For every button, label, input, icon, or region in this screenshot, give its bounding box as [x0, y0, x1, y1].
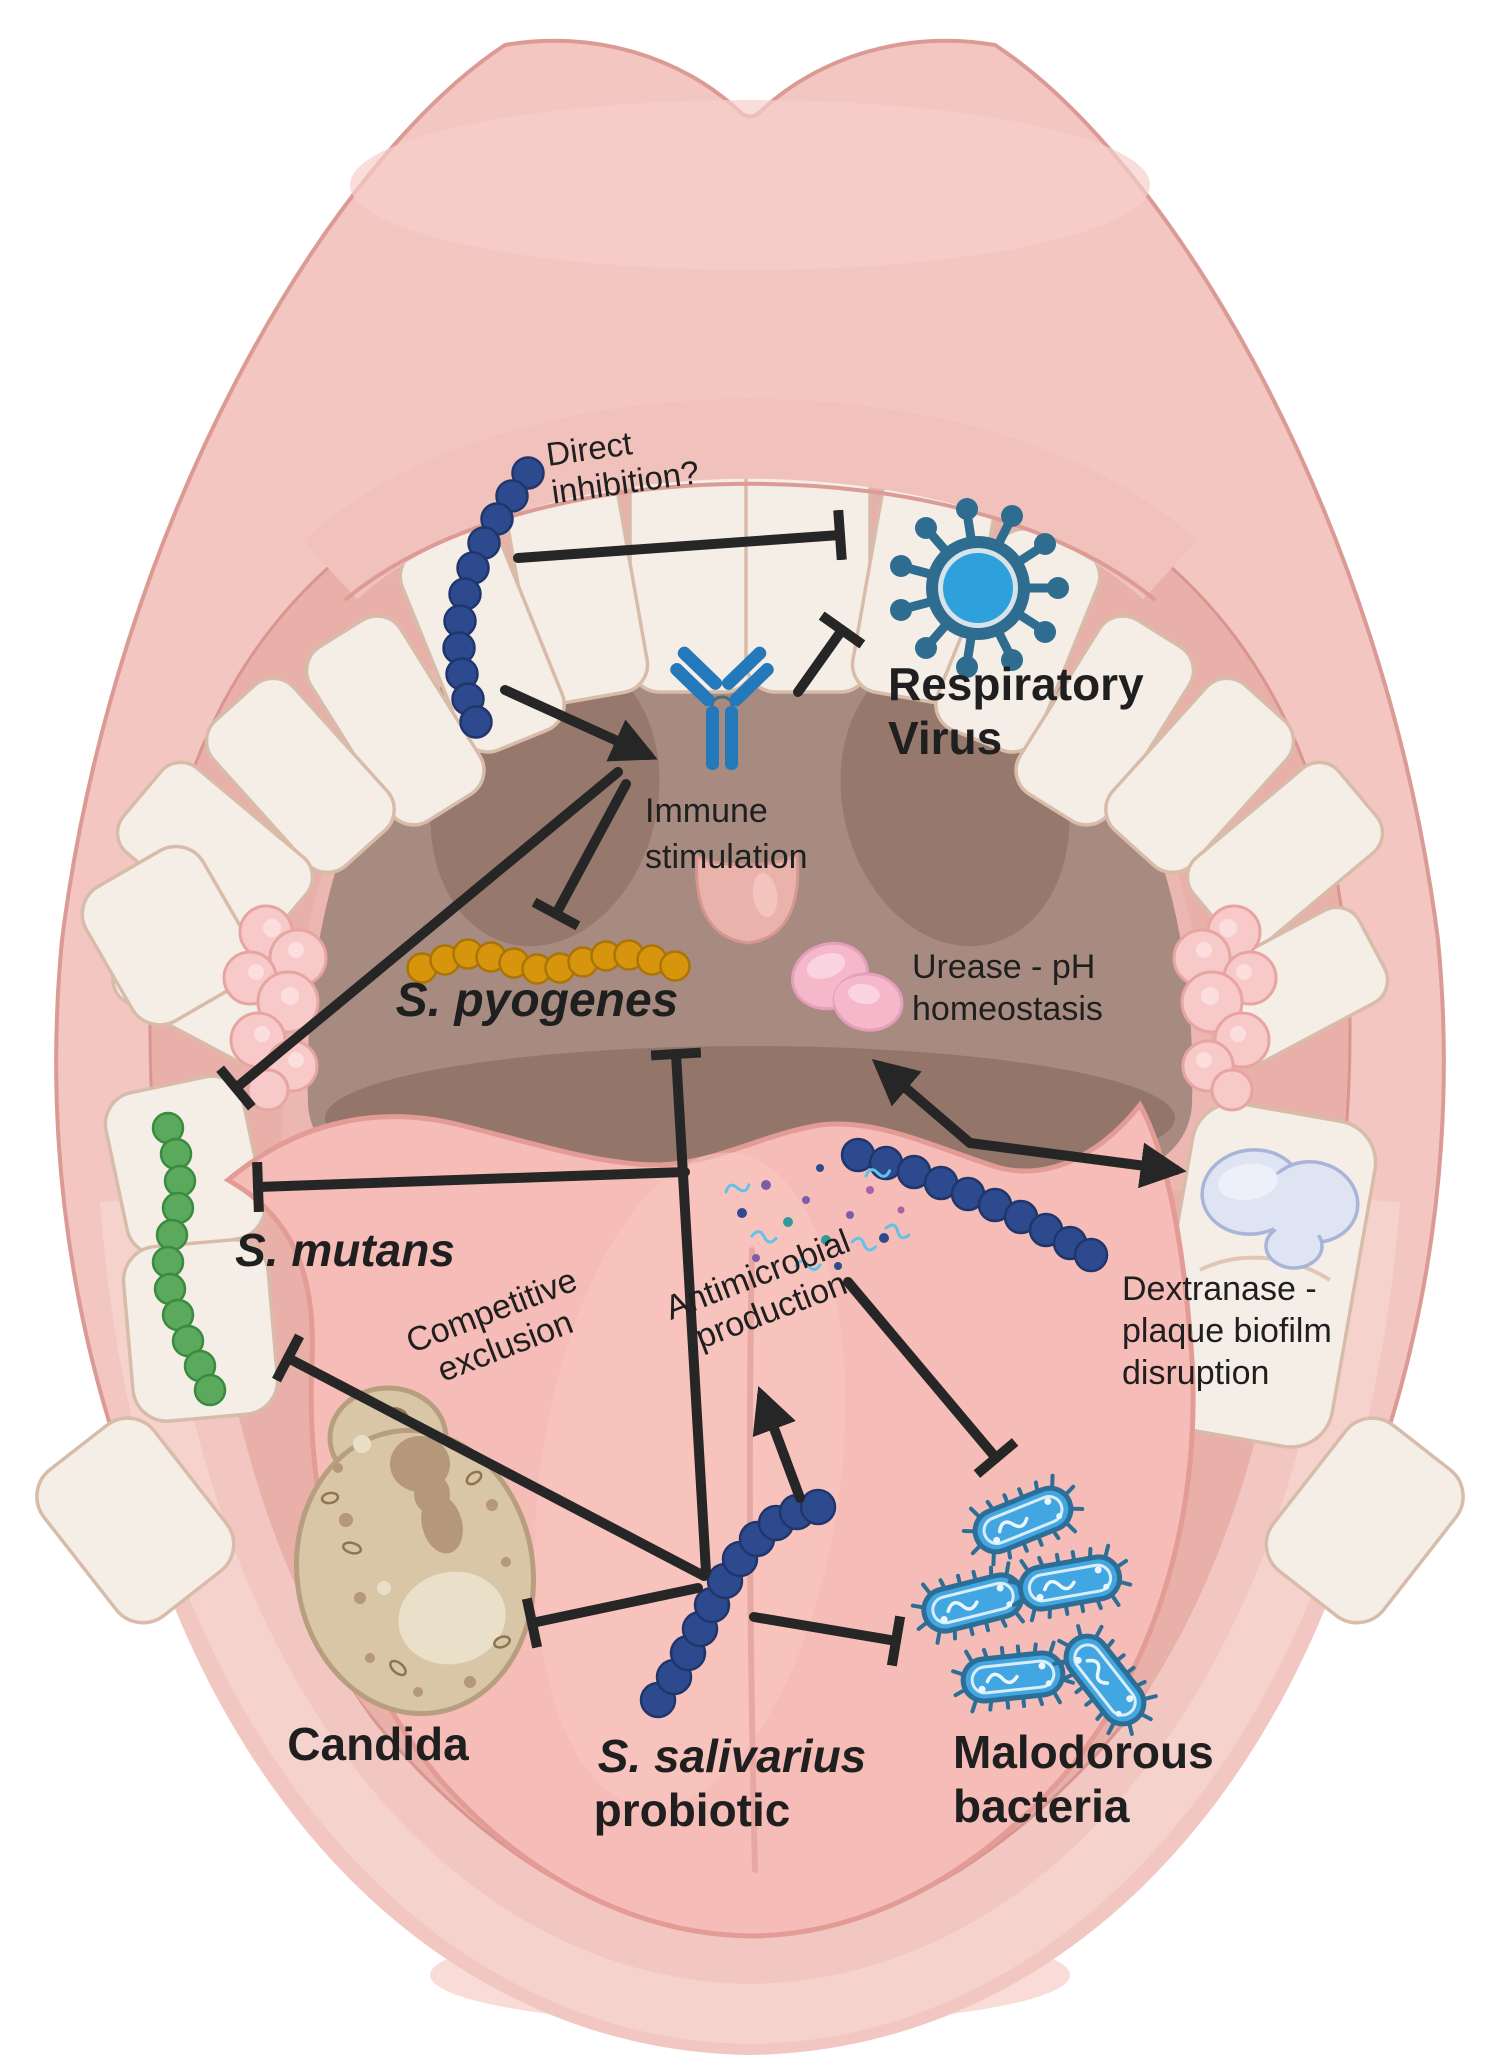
label-respiratory-virus-line2: Virus	[888, 712, 1002, 764]
candida-cell-icon	[293, 1385, 537, 1717]
lower-inner-lip-highlight	[100, 1197, 1400, 2045]
antimicrobial-production-arrow	[752, 1385, 805, 1503]
tongue	[223, 1100, 1196, 1939]
direct-inhibition-line	[513, 509, 847, 563]
s-mutans-chain-icon	[151, 1111, 227, 1407]
smutans-branch-inhibition-line	[252, 1161, 690, 1213]
s-salivarius-chain-tongue-icon	[840, 1137, 1109, 1273]
label-malodorous-bacteria-line2: bacteria	[953, 1780, 1130, 1832]
label-urease-line1: Urease - pH	[912, 948, 1095, 986]
competitive-exclusion-line	[271, 1333, 709, 1581]
label-immune-stimulation-line2: stimulation	[645, 838, 808, 876]
dextranase-arrow	[965, 1138, 1187, 1189]
upper-teeth	[111, 450, 1390, 1066]
label-immune-stimulation-line1: Immune	[645, 792, 768, 830]
label-candida: Candida	[287, 1718, 469, 1770]
label-malodorous-bacteria-line1: Malodorous	[953, 1726, 1214, 1778]
label-malodorous-bacteria: Malodorous bacteria	[953, 1726, 1214, 1832]
antibody-virus-inhibition-line	[793, 611, 866, 697]
label-dextranase: Dextranase - plaque biofilm disruption	[1122, 1270, 1332, 1392]
urease-arrow	[871, 1059, 975, 1148]
molar-crease	[1199, 1255, 1332, 1282]
antimicrobial-malodorous-inhibition-line	[843, 1277, 1019, 1478]
s-pyogenes-chain-icon	[406, 938, 691, 985]
label-s-salivarius-line1: S. salivarius	[598, 1730, 867, 1782]
salivarius-malodorous-inhibition-line	[749, 1612, 906, 1667]
upper-lip-sheen	[350, 100, 1150, 270]
label-s-salivarius: S. salivarius probiotic	[594, 1730, 867, 1836]
label-dextranase-line1: Dextranase -	[1122, 1270, 1317, 1308]
label-urease-line2: homeostasis	[912, 990, 1103, 1028]
salivarius-candida-inhibition-line	[521, 1583, 703, 1649]
respiratory-virus-icon	[890, 498, 1069, 678]
label-s-salivarius-line2: probiotic	[594, 1784, 791, 1836]
s-salivarius-chain-upper-icon	[442, 456, 545, 739]
uvula	[695, 851, 800, 945]
salivarius-spyogenes-inhibition-line	[650, 1047, 711, 1577]
antibody-icon	[670, 646, 774, 770]
label-respiratory-virus-line1: Respiratory	[888, 658, 1144, 710]
antimicrobial-particles-icon	[724, 1164, 911, 1271]
antibody-smutans-inhibition-line	[216, 767, 623, 1111]
label-s-pyogenes: S. pyogenes	[396, 974, 679, 1027]
s-salivarius-chain-main-icon	[639, 1488, 837, 1719]
label-respiratory-virus: Respiratory Virus	[888, 658, 1144, 764]
label-dextranase-line3: disruption	[1122, 1354, 1269, 1392]
antibody-spyogenes-inhibition-line	[531, 779, 631, 931]
upper-gum-line	[343, 481, 1157, 602]
label-s-mutans: S. mutans	[235, 1224, 455, 1276]
label-dextranase-line2: plaque biofilm	[1122, 1312, 1332, 1350]
immune-stimulation-arrow	[500, 685, 658, 762]
label-urease: Urease - pH homeostasis	[912, 948, 1103, 1028]
urease-blob-icon	[791, 941, 904, 1032]
upper-gum-band	[302, 398, 1198, 600]
right-tonsil	[1172, 904, 1278, 1112]
label-immune-stimulation: Immune stimulation	[645, 792, 808, 876]
dextranase-blob-icon	[1200, 1148, 1360, 1270]
